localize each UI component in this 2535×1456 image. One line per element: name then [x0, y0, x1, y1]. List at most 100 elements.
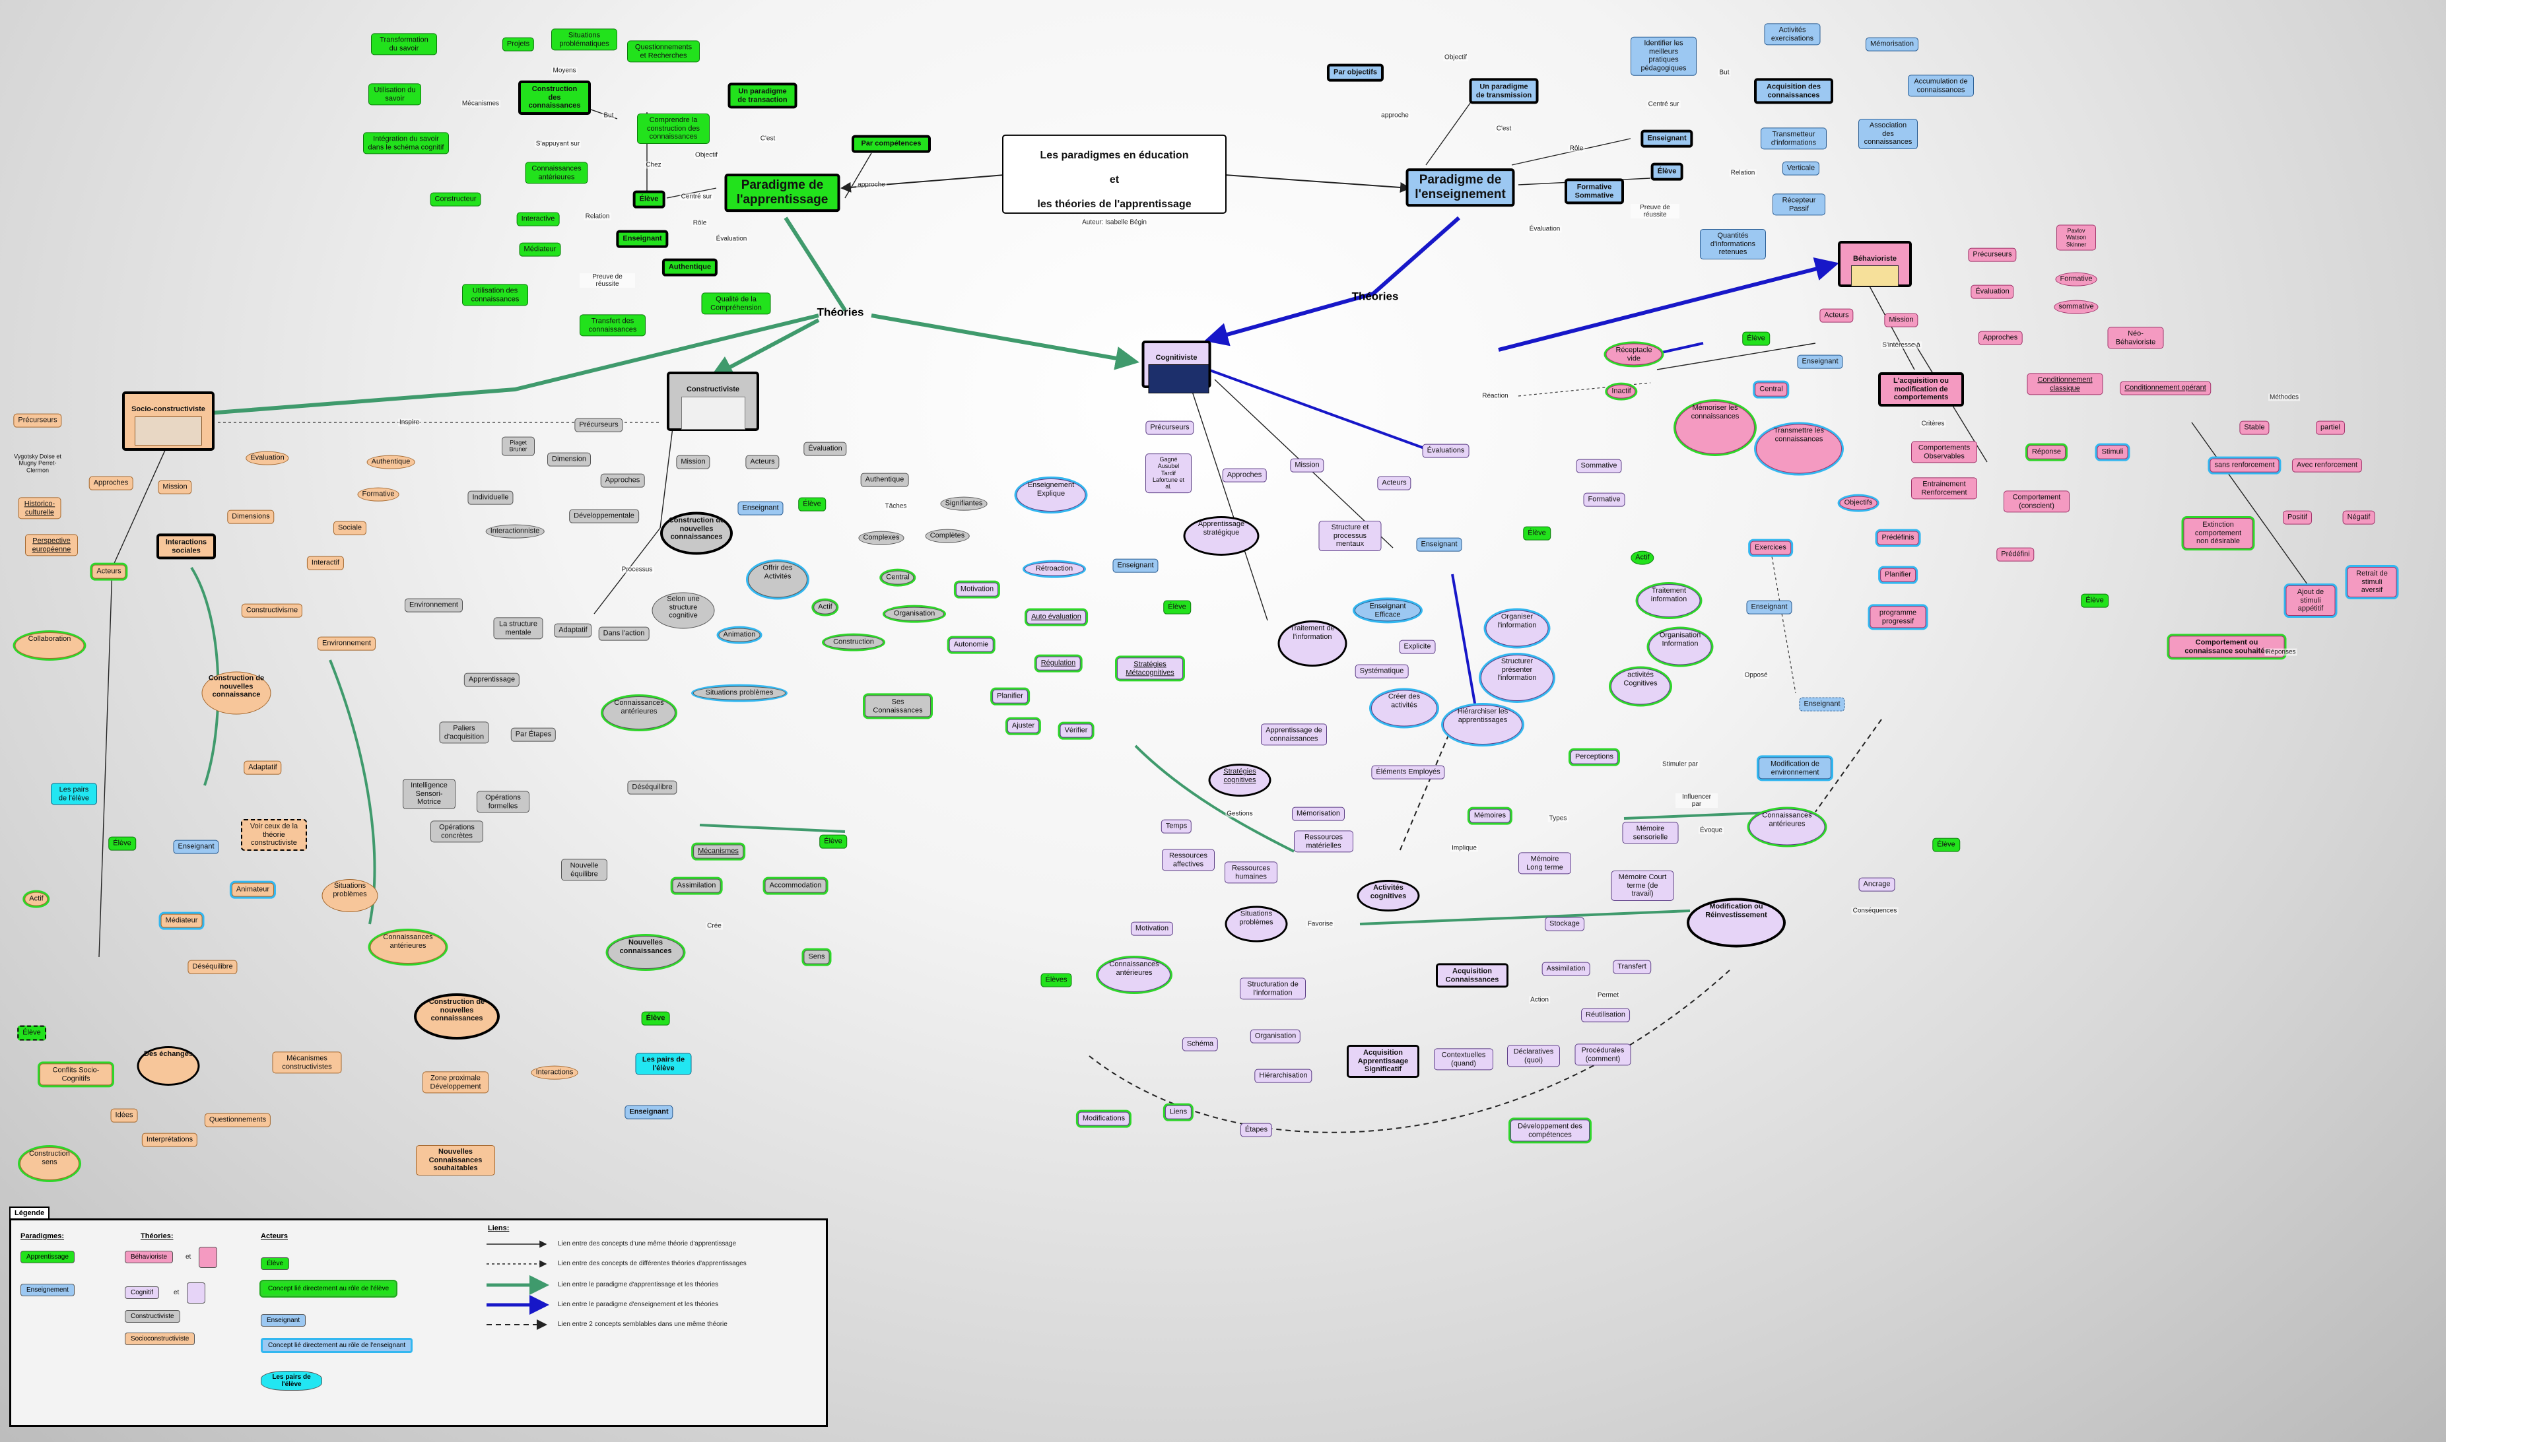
hierarchiser-node[interactable]: Hiérarchiser les apprentissages [1443, 705, 1522, 745]
dimensions-node[interactable]: Dimensions [227, 510, 275, 524]
socio-acteurs-node[interactable]: Acteurs [92, 564, 126, 579]
programme-node[interactable]: programme progressif [1870, 606, 1926, 628]
constructivisme-node[interactable]: Constructivisme [241, 603, 303, 618]
behaviorist-approches-node[interactable]: Approches [1978, 331, 2023, 345]
developpementale-node[interactable]: Développementale [569, 509, 639, 523]
constructivist-assimilation-node[interactable]: Assimilation [672, 878, 721, 893]
reponse-node[interactable]: Réponse [2027, 445, 2066, 459]
quantites-node[interactable]: Quantités d'informations retenues [1700, 229, 1766, 259]
integration-node[interactable]: Intégration du savoir dans le schéma cog… [363, 132, 449, 154]
socio-enseignant2-node[interactable]: Enseignant [625, 1105, 673, 1119]
constructivist-acteurs-node[interactable]: Acteurs [745, 455, 780, 469]
reutilisation-node[interactable]: Réutilisation [1581, 1008, 1630, 1022]
constructivist-eleve2-node[interactable]: Élève [819, 834, 847, 849]
constructivist-authentique-node[interactable]: Authentique [860, 473, 909, 487]
exercices-node[interactable]: Exercices [1750, 541, 1791, 555]
retroaction-node[interactable]: Rétroaction [1025, 562, 1084, 576]
voir-theorie-node[interactable]: Voir ceux de la théorie constructiviste [241, 819, 307, 851]
positif-node[interactable]: Positif [2283, 510, 2312, 525]
behaviorist-eleve-node[interactable]: Élève [1742, 331, 1770, 346]
conflits-node[interactable]: Conflits Socio-Cognitifs [40, 1063, 112, 1086]
socio-eleve3-node[interactable]: Élève [17, 1025, 46, 1041]
connaissances-anterieures-learning-node[interactable]: Connaissances antérieures [525, 162, 588, 184]
ajout-stimuli-node[interactable]: Ajout de stimuli appétitif [2285, 585, 2336, 616]
behaviorist-sommative-node[interactable]: sommative [2054, 300, 2099, 314]
comportement-final-node[interactable]: Comportement ou connaissance souhaitée [2169, 636, 2285, 658]
modification-environnement-node[interactable]: Modification de environnement [1759, 757, 1831, 779]
ressources-materielles-node[interactable]: Ressources matérielles [1294, 830, 1353, 853]
par-etapes-node[interactable]: Par Étapes [510, 727, 557, 742]
acquisition-connaissances-cog-node[interactable]: Acquisition Connaissances [1436, 963, 1508, 988]
explicite-node[interactable]: Explicite [1399, 640, 1436, 654]
constructivist-desequilibre-node[interactable]: Déséquilibre [627, 780, 677, 795]
socio-adaptatif-node[interactable]: Adaptatif [244, 760, 282, 775]
reinvestissement-node[interactable]: Modification ou Réinvestissement [1687, 898, 1786, 948]
stockage-node[interactable]: Stockage [1545, 917, 1584, 931]
paliers-node[interactable]: Paliers d'acquisition [439, 721, 489, 744]
systematique-node[interactable]: Systématique [1355, 664, 1409, 678]
behaviorist-enseignant-node[interactable]: Enseignant [1797, 354, 1843, 369]
predefinis-node[interactable]: Prédéfinis [1877, 531, 1919, 545]
hierarchisation-node[interactable]: Hiérarchisation [1254, 1069, 1312, 1083]
cognitivist-formative-node[interactable]: Formative [1583, 492, 1625, 507]
qualite-node[interactable]: Qualité de la Compréhension [701, 292, 771, 315]
conn-ant-cog2-node[interactable]: Connaissances antérieures [1098, 958, 1170, 992]
socio-conn-ant-node[interactable]: Connaissances antérieures [370, 931, 446, 964]
liens-node[interactable]: Liens [1165, 1105, 1192, 1119]
construction-connaissances-node[interactable]: Construction des connaissances [518, 81, 591, 115]
cognitivist-eleve-node[interactable]: Élève [1523, 526, 1551, 541]
constructivist-organisation-node[interactable]: Organisation [885, 607, 944, 621]
constructivist-environnement-node[interactable]: Environnement [405, 598, 463, 612]
cognitivist-eleve2-node[interactable]: Élève [1932, 838, 1960, 852]
transmetteur-node[interactable]: Transmetteur d'informations [1761, 127, 1827, 150]
enseignant-learning-node[interactable]: Enseignant [616, 230, 669, 248]
constructivist-construction-node[interactable]: Construction [824, 635, 883, 649]
planifier-behaviorist-node[interactable]: Planifier [1880, 568, 1916, 582]
completes-node[interactable]: Complètes [925, 529, 970, 543]
organisation-info-eleve-node[interactable]: Organisation Information [1648, 628, 1712, 665]
situations-problematiques-node[interactable]: Situations problématiques [551, 28, 617, 51]
teaching-paradigm-node[interactable]: Paradigme de l'enseignement [1405, 168, 1515, 207]
socio-eleve-node[interactable]: Élève [108, 836, 136, 851]
sociale-node[interactable]: Sociale [333, 521, 367, 535]
cognitivist-mission-node[interactable]: Mission [1290, 458, 1324, 473]
sans-renforcement-node[interactable]: sans renforcement [2210, 458, 2280, 473]
constructivist-precurseurs-node[interactable]: Précurseurs [574, 418, 623, 432]
mediateur-learning-node[interactable]: Médiateur [519, 242, 561, 257]
situations-problemes-cog-node[interactable]: Situations problèmes [1225, 906, 1288, 943]
structuration-node[interactable]: Structuration de l'information [1240, 977, 1306, 1000]
accumulation-node[interactable]: Accumulation de connaissances [1908, 75, 1974, 97]
socio-situations-node[interactable]: Situations problèmes [321, 879, 378, 912]
cognitivist-enseignant-top-node[interactable]: Enseignant [1799, 697, 1845, 711]
verticale-node[interactable]: Verticale [1782, 161, 1820, 176]
memoriser-node[interactable]: Mémoriser les connaissances [1675, 401, 1755, 454]
socio-questionnements-node[interactable]: Questionnements [204, 1113, 271, 1127]
learning-paradigm-node[interactable]: Paradigme de l'apprentissage [724, 174, 840, 212]
perspective-node[interactable]: Perspective européenne [25, 534, 78, 556]
planifier-cog-node[interactable]: Planifier [992, 689, 1028, 704]
traitement-info-eleve-node[interactable]: Traitement information [1637, 584, 1701, 617]
zone-proximale-node[interactable]: Zone proximale Développement [422, 1071, 489, 1094]
socio-names-node[interactable]: Vygotsky Doise et Mugny Perret-Clermon [14, 453, 61, 474]
cognitivist-precurseurs-node[interactable]: Précurseurs [1145, 420, 1194, 435]
etapes-node[interactable]: Étapes [1240, 1123, 1273, 1137]
stimuli-node[interactable]: Stimuli [2097, 445, 2128, 459]
contextuelles-node[interactable]: Contextuelles (quand) [1434, 1048, 1493, 1071]
nouvel-equilibre-node[interactable]: Nouvelle équilibre [561, 859, 607, 881]
socio-eleve2-node[interactable]: Élève [641, 1011, 670, 1026]
historico-node[interactable]: Historico-culturelle [18, 497, 61, 519]
cognitivist-evaluations-node[interactable]: Évaluations [1422, 444, 1470, 458]
perceptions-node[interactable]: Perceptions [1570, 750, 1619, 764]
behaviorist-evaluation-node[interactable]: Évaluation [1971, 284, 2014, 299]
eleve-teaching-node[interactable]: Élève [1650, 162, 1683, 181]
modifications-node[interactable]: Modifications [1077, 1111, 1130, 1126]
ajuster-node[interactable]: Ajuster [1007, 719, 1040, 733]
operations-formelles-node[interactable]: Opérations formelles [477, 791, 529, 813]
dimension-node[interactable]: Dimension [547, 452, 591, 467]
dans-action-node[interactable]: Dans l'action [598, 626, 650, 641]
socio-interactions-node[interactable]: Interactions [531, 1065, 578, 1080]
ressources-affectives-node[interactable]: Ressources affectives [1162, 849, 1215, 871]
utilisation-connaissances-node[interactable]: Utilisation des connaissances [462, 284, 528, 306]
constructivist-names-node[interactable]: Piaget Bruner [502, 436, 535, 456]
enseignant-teaching-node[interactable]: Enseignant [1640, 129, 1693, 148]
